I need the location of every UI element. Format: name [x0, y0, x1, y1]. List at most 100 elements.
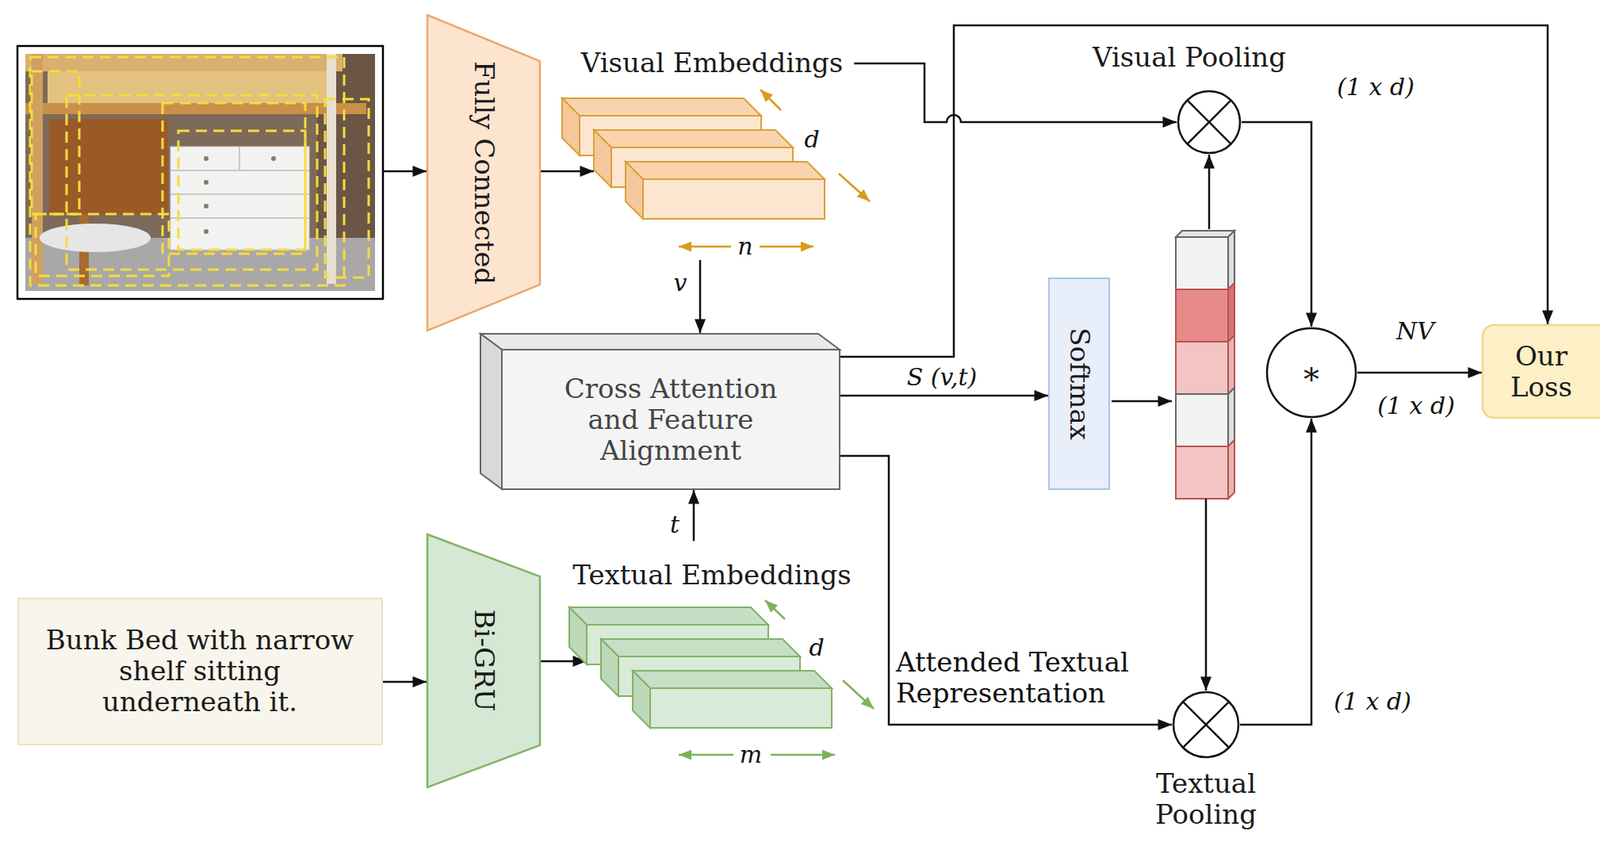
node-label: Cross Attention and Feature Alignment [535, 373, 806, 467]
dimension-arrow [760, 89, 781, 111]
visual-embedding-stack: Visual Embeddings [562, 98, 825, 219]
node-label: Our Loss [1493, 340, 1589, 403]
dimension-arrow [759, 245, 814, 249]
weight-cell [1175, 237, 1229, 290]
edge-label: (1 x d) [1336, 73, 1415, 102]
slab-top [562, 98, 762, 116]
dimension-arrow [842, 680, 874, 709]
input-caption-box: Bunk Bed with narrow shelf sitting under… [17, 597, 383, 746]
node-heading: Visual Pooling [1092, 42, 1287, 73]
box-front [501, 349, 840, 490]
node-heading: Textual Pooling [1138, 768, 1274, 831]
flow-arrow [1205, 498, 1208, 691]
multiply-op: * [1265, 326, 1358, 419]
operator-circle [1178, 91, 1241, 154]
edge-label: Attended Textual Representation [895, 646, 1182, 709]
trapezoid [427, 534, 540, 788]
slab-top [593, 130, 793, 148]
slab-side [600, 639, 619, 697]
visual-pooling-op-outline [1176, 89, 1242, 155]
node-heading: Textual Embeddings [572, 559, 851, 591]
edge-label: NV [1396, 317, 1435, 346]
photo-dresser [170, 146, 310, 250]
input-photo [17, 45, 383, 299]
flow-arrow [382, 170, 427, 173]
operator-circle [1173, 692, 1239, 758]
weight-cell-side [1228, 387, 1235, 447]
photo-knob [203, 179, 209, 185]
slab-side [562, 98, 580, 156]
attention-weights [1175, 230, 1235, 499]
region-box [30, 57, 345, 286]
slab-side [625, 161, 644, 219]
dimension-arrow [765, 600, 785, 620]
node-label: Softmax [1063, 327, 1095, 441]
rounded-box [1482, 325, 1600, 418]
connector [1357, 371, 1482, 375]
loss-box: Our Loss [1481, 324, 1600, 419]
photo-knob [203, 229, 209, 234]
connector [692, 489, 696, 541]
photo-post [326, 53, 337, 284]
dimension-arrow [770, 754, 835, 757]
slab-front [650, 688, 832, 728]
connector [382, 681, 427, 684]
photo-frame [17, 45, 383, 299]
dimension-arrow [678, 754, 734, 757]
slab-top [625, 161, 825, 180]
photo-bed-board [47, 71, 334, 104]
photo-drawer-line [238, 146, 241, 171]
region-box [66, 95, 318, 270]
node-heading: Visual Embeddings [581, 47, 844, 79]
slab-front [643, 179, 825, 219]
softmax-box: Softmax [1048, 277, 1111, 490]
textual-embedding-stack: Textual Embeddings [569, 607, 832, 728]
slab-side [632, 670, 651, 728]
textual-pooling-op-outline [1171, 690, 1241, 759]
connector [1241, 122, 1312, 327]
dimension-label: n [737, 233, 753, 261]
operator-cross [1186, 99, 1231, 144]
trapezoid [427, 15, 540, 331]
box [18, 598, 383, 745]
photo-chair [39, 223, 151, 253]
edge-label: S (v,t) [907, 363, 977, 392]
slab-side [593, 130, 612, 188]
operator-circle [1266, 328, 1356, 418]
region-box [178, 130, 306, 250]
fully-connected-layer: Fully Connected [426, 14, 541, 332]
box-side [480, 333, 502, 490]
operator-cross [1186, 99, 1231, 144]
weight-cell-side [1228, 230, 1235, 290]
photo-drawer-line [170, 217, 310, 219]
connector [540, 660, 587, 663]
weight-cell [1175, 289, 1229, 342]
photo-ground [25, 53, 376, 291]
node-label: Bunk Bed with narrow shelf sitting under… [41, 624, 359, 718]
node-label: Bi-GRU [467, 609, 499, 712]
flow-arrow [1111, 400, 1172, 403]
box-top [480, 333, 840, 350]
bi-gru-layer: Bi-GRU [426, 533, 541, 789]
region-box [31, 71, 80, 215]
textual-pooling-op: Textual Pooling [1171, 690, 1241, 759]
region-boxes [30, 57, 369, 286]
node-label: Fully Connected [467, 61, 499, 285]
edge-label: (1 x d) [1333, 688, 1412, 716]
photo-post [31, 53, 43, 284]
textual-embedding-stack-outline [569, 607, 832, 728]
connector [540, 170, 594, 173]
weight-cell-side [1228, 283, 1235, 342]
visual-pooling-op: Visual Pooling [1176, 89, 1242, 155]
photo-knob [203, 203, 209, 209]
edge-label: t [669, 511, 680, 540]
region-box [162, 103, 306, 254]
box [1048, 278, 1110, 490]
weight-cell-side [1228, 440, 1235, 499]
dimension-arrow [838, 173, 870, 202]
dimension-arrow [678, 245, 732, 249]
cross-attention-box: Cross Attention and Feature Alignment [479, 333, 841, 490]
region-box [35, 214, 169, 276]
slab-side [569, 607, 587, 665]
region-box [325, 99, 369, 278]
